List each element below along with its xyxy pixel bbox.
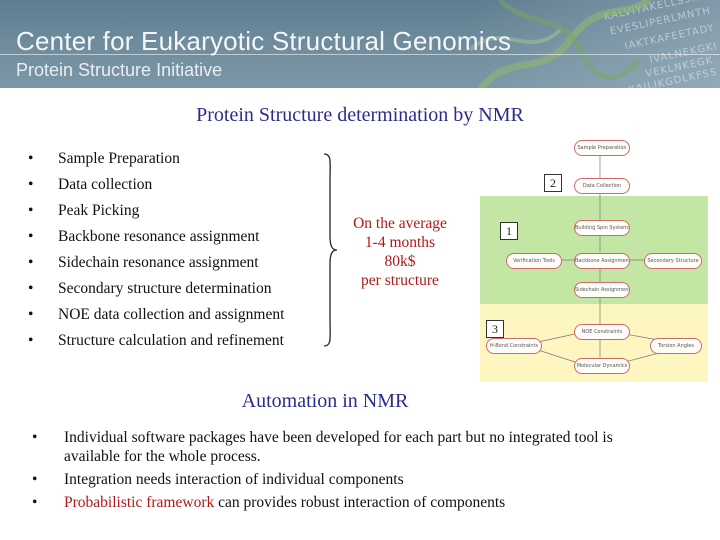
bullet: •: [32, 494, 38, 511]
list-item: • Individual software packages have been …: [32, 428, 672, 466]
average-line: 80k$: [384, 253, 416, 270]
list-item: • Peak Picking: [28, 200, 284, 226]
bullet: •: [28, 306, 34, 323]
banner-divider: [0, 54, 720, 55]
list-item: • Integration needs interaction of indivi…: [32, 470, 672, 489]
flow-node: Data Collection: [574, 178, 630, 194]
list-item: • Backbone resonance assignment: [28, 226, 284, 252]
step-marker: 3: [486, 320, 504, 338]
flow-node: H-Bond Constraints: [486, 338, 542, 354]
protein-ribbon-graphic: [468, 0, 652, 88]
average-line: per structure: [361, 272, 439, 289]
section-heading-automation: Automation in NMR: [241, 390, 409, 412]
flow-node: Backbone Assignment: [574, 253, 630, 269]
step-marker: 2: [544, 174, 562, 192]
bullet: •: [28, 176, 34, 193]
list-item: • Sidechain resonance assignment: [28, 252, 284, 278]
item-text: Individual software packages have been d…: [64, 429, 613, 465]
bullet: •: [28, 150, 34, 167]
list-item: • Structure calculation and refinement: [28, 330, 284, 356]
step-marker: 1: [500, 222, 518, 240]
bullet: •: [32, 429, 38, 446]
highlight-text: Probabilistic framework: [64, 494, 215, 511]
step-label: NOE data collection and assignment: [58, 306, 285, 323]
flow-node: Sample Preparation: [574, 140, 630, 156]
flow-node: Secondary Structure: [644, 253, 702, 269]
average-line: On the average: [353, 215, 447, 232]
flow-node: Building Spin Systems: [574, 220, 630, 236]
list-item: • Probabilistic framework can provides ro…: [32, 493, 672, 512]
step-label: Sample Preparation: [58, 150, 180, 167]
average-line: 1-4 months: [364, 234, 436, 251]
banner-subtitle: Protein Structure Initiative: [16, 60, 223, 80]
step-label: Structure calculation and refinement: [58, 332, 284, 349]
right-brace: [323, 153, 338, 347]
bullet: •: [28, 202, 34, 219]
list-item: • NOE data collection and assignment: [28, 304, 284, 330]
nmr-steps-list: • Sample Preparation • Data collection • Pe…: [28, 148, 284, 356]
item-text: Integration needs interaction of individ…: [64, 471, 404, 488]
bullet: •: [28, 332, 34, 349]
bullet: •: [28, 254, 34, 271]
banner-title: Center for Eukaryotic Structural Genomic…: [16, 26, 512, 56]
step-label: Data collection: [58, 176, 153, 193]
flow-node: Verification Tools: [506, 253, 562, 269]
header-banner: KALVIYAKELLSSK EVESLIPERLMNTH IAKTKAFEET…: [0, 0, 720, 88]
section-heading-nmr: Protein Structure determination by NMR: [196, 104, 524, 126]
item-text: can provides robust interaction of compo…: [214, 494, 506, 511]
bullet: •: [28, 228, 34, 245]
average-note: On the average 1-4 months 80k$ per struc…: [340, 214, 460, 290]
automation-list: • Individual software packages have been …: [32, 428, 672, 516]
list-item: • Data collection: [28, 174, 284, 200]
nmr-flowchart: 2 1 3 Sample Preparation Data Collection…: [480, 136, 708, 382]
bullet: •: [28, 280, 34, 297]
flow-node: Molecular Dynamics: [574, 358, 630, 374]
flow-node: Sidechain Assignment: [574, 282, 630, 298]
step-label: Secondary structure determination: [58, 280, 272, 297]
step-label: Backbone resonance assignment: [58, 228, 260, 245]
bullet: •: [32, 471, 38, 488]
step-label: Sidechain resonance assignment: [58, 254, 259, 271]
step-label: Peak Picking: [58, 202, 140, 219]
list-item: • Secondary structure determination: [28, 278, 284, 304]
flow-node: Torsion Angles: [650, 338, 702, 354]
flow-node: NOE Constraints: [574, 324, 630, 340]
list-item: • Sample Preparation: [28, 148, 284, 174]
